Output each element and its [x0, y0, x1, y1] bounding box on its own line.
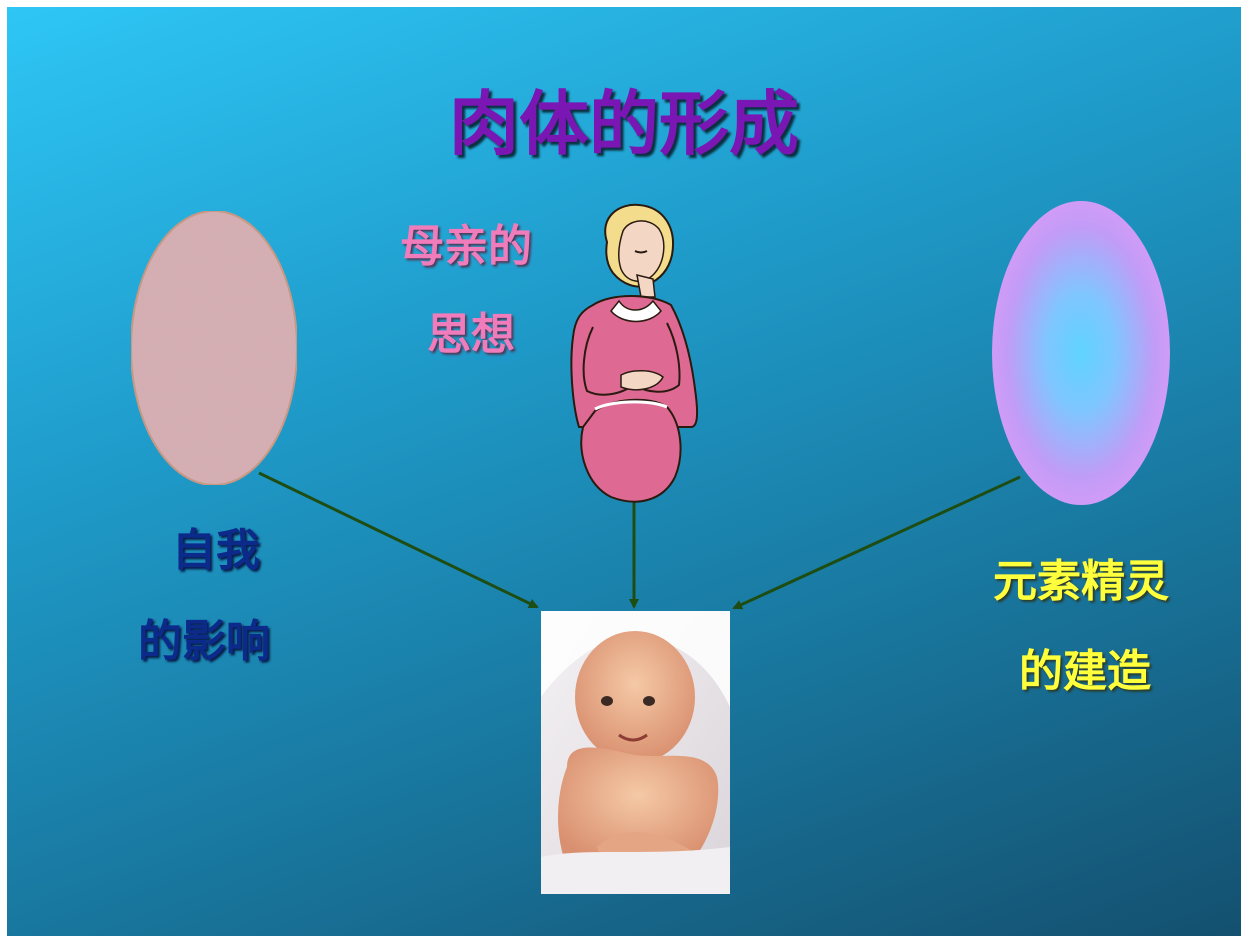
mother-label-line1: 母亲的: [400, 221, 532, 272]
spirit-label-line1: 元素精灵: [993, 556, 1169, 607]
mother-label-line2: 思想: [427, 309, 515, 360]
spirit-label-line2: 的建造: [1019, 646, 1151, 697]
self-label-line1: 自我: [172, 525, 260, 576]
self-label-line2: 的影响: [138, 616, 270, 667]
arrow-from-self: [258, 471, 539, 609]
diagram-canvas: [130, 201, 1170, 894]
slide-title: 肉体的形成: [449, 83, 799, 165]
arrow-from-spirit: [732, 475, 1021, 610]
pregnant-mother-icon: [570, 203, 699, 503]
left-oval-icon: [130, 210, 298, 486]
right-oval-icon: [992, 201, 1170, 505]
baby-photo-icon: [541, 611, 730, 894]
slide: 肉体的形成 母亲的 思想 自我 的影响 元素精灵 的建造: [7, 7, 1241, 936]
